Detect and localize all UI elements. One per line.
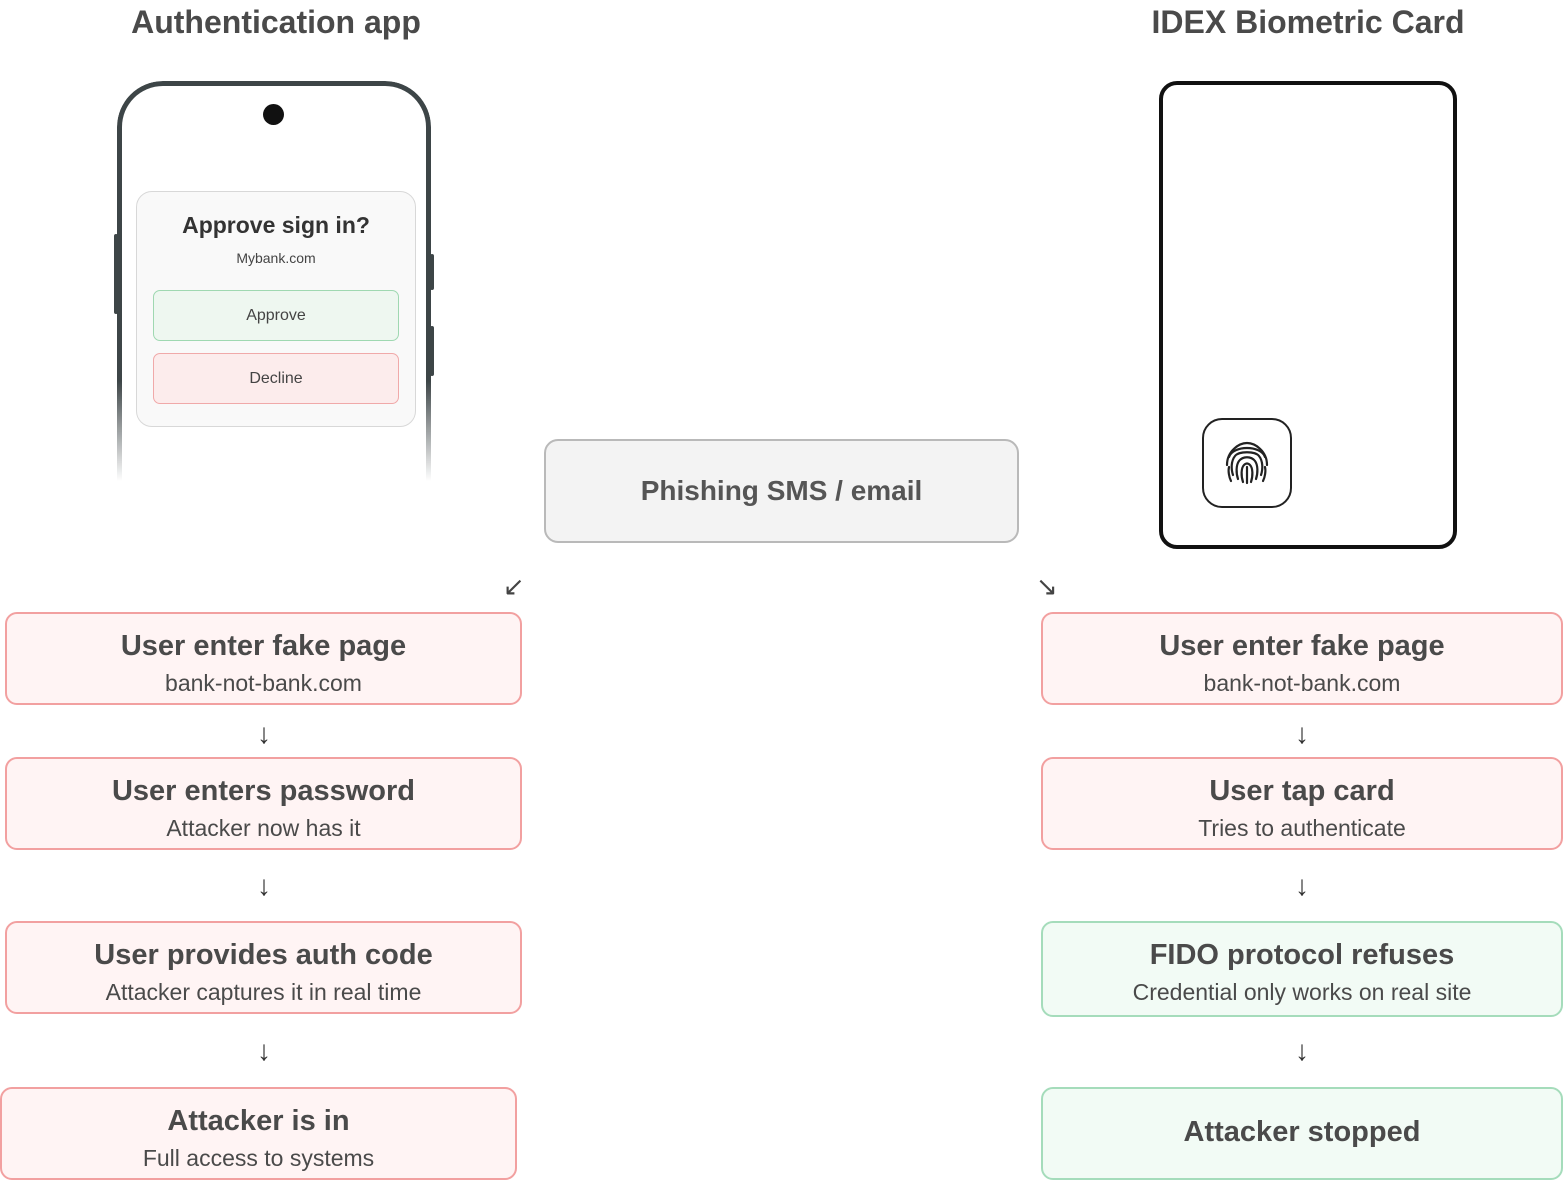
step-title: User enter fake page — [120, 630, 407, 662]
phishing-box: Phishing SMS / email — [544, 439, 1019, 543]
step-title: Attacker is in — [167, 1105, 350, 1137]
arrow-down-icon: ↓ — [1295, 1035, 1309, 1066]
arrow-down-right-icon: ↘ — [1036, 571, 1058, 601]
right-column-title: IDEX Biometric Card — [1151, 4, 1465, 40]
arrow-down-icon: ↓ — [1295, 718, 1309, 749]
step-title: User enters password — [111, 775, 415, 807]
decline-button[interactable]: Decline — [153, 353, 399, 404]
right-step-attacker-stopped: Attacker stopped — [1041, 1087, 1563, 1180]
step-title: User enter fake page — [1159, 630, 1445, 662]
phone-side-button — [114, 234, 118, 314]
step-subtitle: bank-not-bank.com — [165, 670, 362, 696]
phone-camera — [263, 104, 284, 125]
arrow-down-left-icon: ↙ — [503, 571, 525, 601]
step-title: User provides auth code — [94, 939, 433, 971]
left-step-auth-code: User provides auth code Attacker capture… — [5, 921, 522, 1014]
approve-label: Approve — [246, 306, 306, 324]
left-step-password: User enters password Attacker now has it — [5, 757, 522, 850]
left-step-attacker-in: Attacker is in Full access to systems — [0, 1087, 517, 1180]
step-subtitle: bank-not-bank.com — [1203, 670, 1401, 696]
arrow-down-icon: ↓ — [257, 1035, 271, 1066]
phishing-label: Phishing SMS / email — [640, 475, 923, 506]
dialog-site: Mybank.com — [236, 250, 316, 266]
step-subtitle: Attacker captures it in real time — [105, 979, 422, 1005]
fingerprint-sensor — [1202, 418, 1292, 508]
step-title: Attacker stopped — [1183, 1116, 1421, 1148]
phone-side-button — [430, 254, 434, 290]
dialog-title: Approve sign in? — [182, 212, 370, 238]
step-subtitle: Full access to systems — [142, 1145, 375, 1171]
step-subtitle: Credential only works on real site — [1132, 979, 1472, 1005]
approve-button[interactable]: Approve — [153, 290, 399, 341]
step-subtitle: Tries to authenticate — [1198, 815, 1406, 841]
decline-label: Decline — [249, 369, 303, 387]
step-subtitle: Attacker now has it — [166, 815, 361, 841]
right-step-tap-card: User tap card Tries to authenticate — [1041, 757, 1563, 850]
left-column-title: Authentication app — [131, 4, 421, 40]
right-step-fake-page: User enter fake page bank-not-bank.com — [1041, 612, 1563, 705]
phone-side-button — [430, 326, 434, 376]
arrow-down-icon: ↓ — [257, 718, 271, 749]
left-step-fake-page: User enter fake page bank-not-bank.com — [5, 612, 522, 705]
fingerprint-icon — [1225, 441, 1269, 485]
step-title: FIDO protocol refuses — [1149, 939, 1455, 971]
arrow-down-icon: ↓ — [1295, 870, 1309, 901]
right-step-fido-refuses: FIDO protocol refuses Credential only wo… — [1041, 921, 1563, 1017]
arrow-down-icon: ↓ — [257, 870, 271, 901]
step-title: User tap card — [1209, 775, 1395, 807]
